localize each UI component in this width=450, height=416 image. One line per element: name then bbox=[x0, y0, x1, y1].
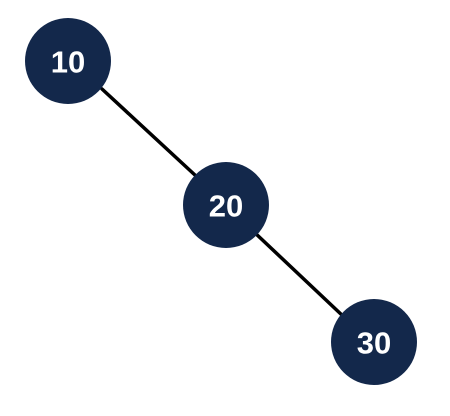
tree-node-20: 20 bbox=[183, 162, 269, 248]
edge-20-to-30 bbox=[252, 230, 346, 319]
node-label: 20 bbox=[209, 189, 243, 224]
edge-10-to-20 bbox=[100, 87, 198, 178]
edges-group bbox=[100, 87, 346, 319]
node-circle bbox=[183, 162, 269, 248]
tree-node-30: 30 bbox=[331, 299, 417, 385]
tree-node-10: 10 bbox=[25, 18, 111, 104]
node-circle bbox=[331, 299, 417, 385]
node-label: 30 bbox=[357, 326, 391, 361]
node-label: 10 bbox=[51, 45, 85, 80]
node-circle bbox=[25, 18, 111, 104]
